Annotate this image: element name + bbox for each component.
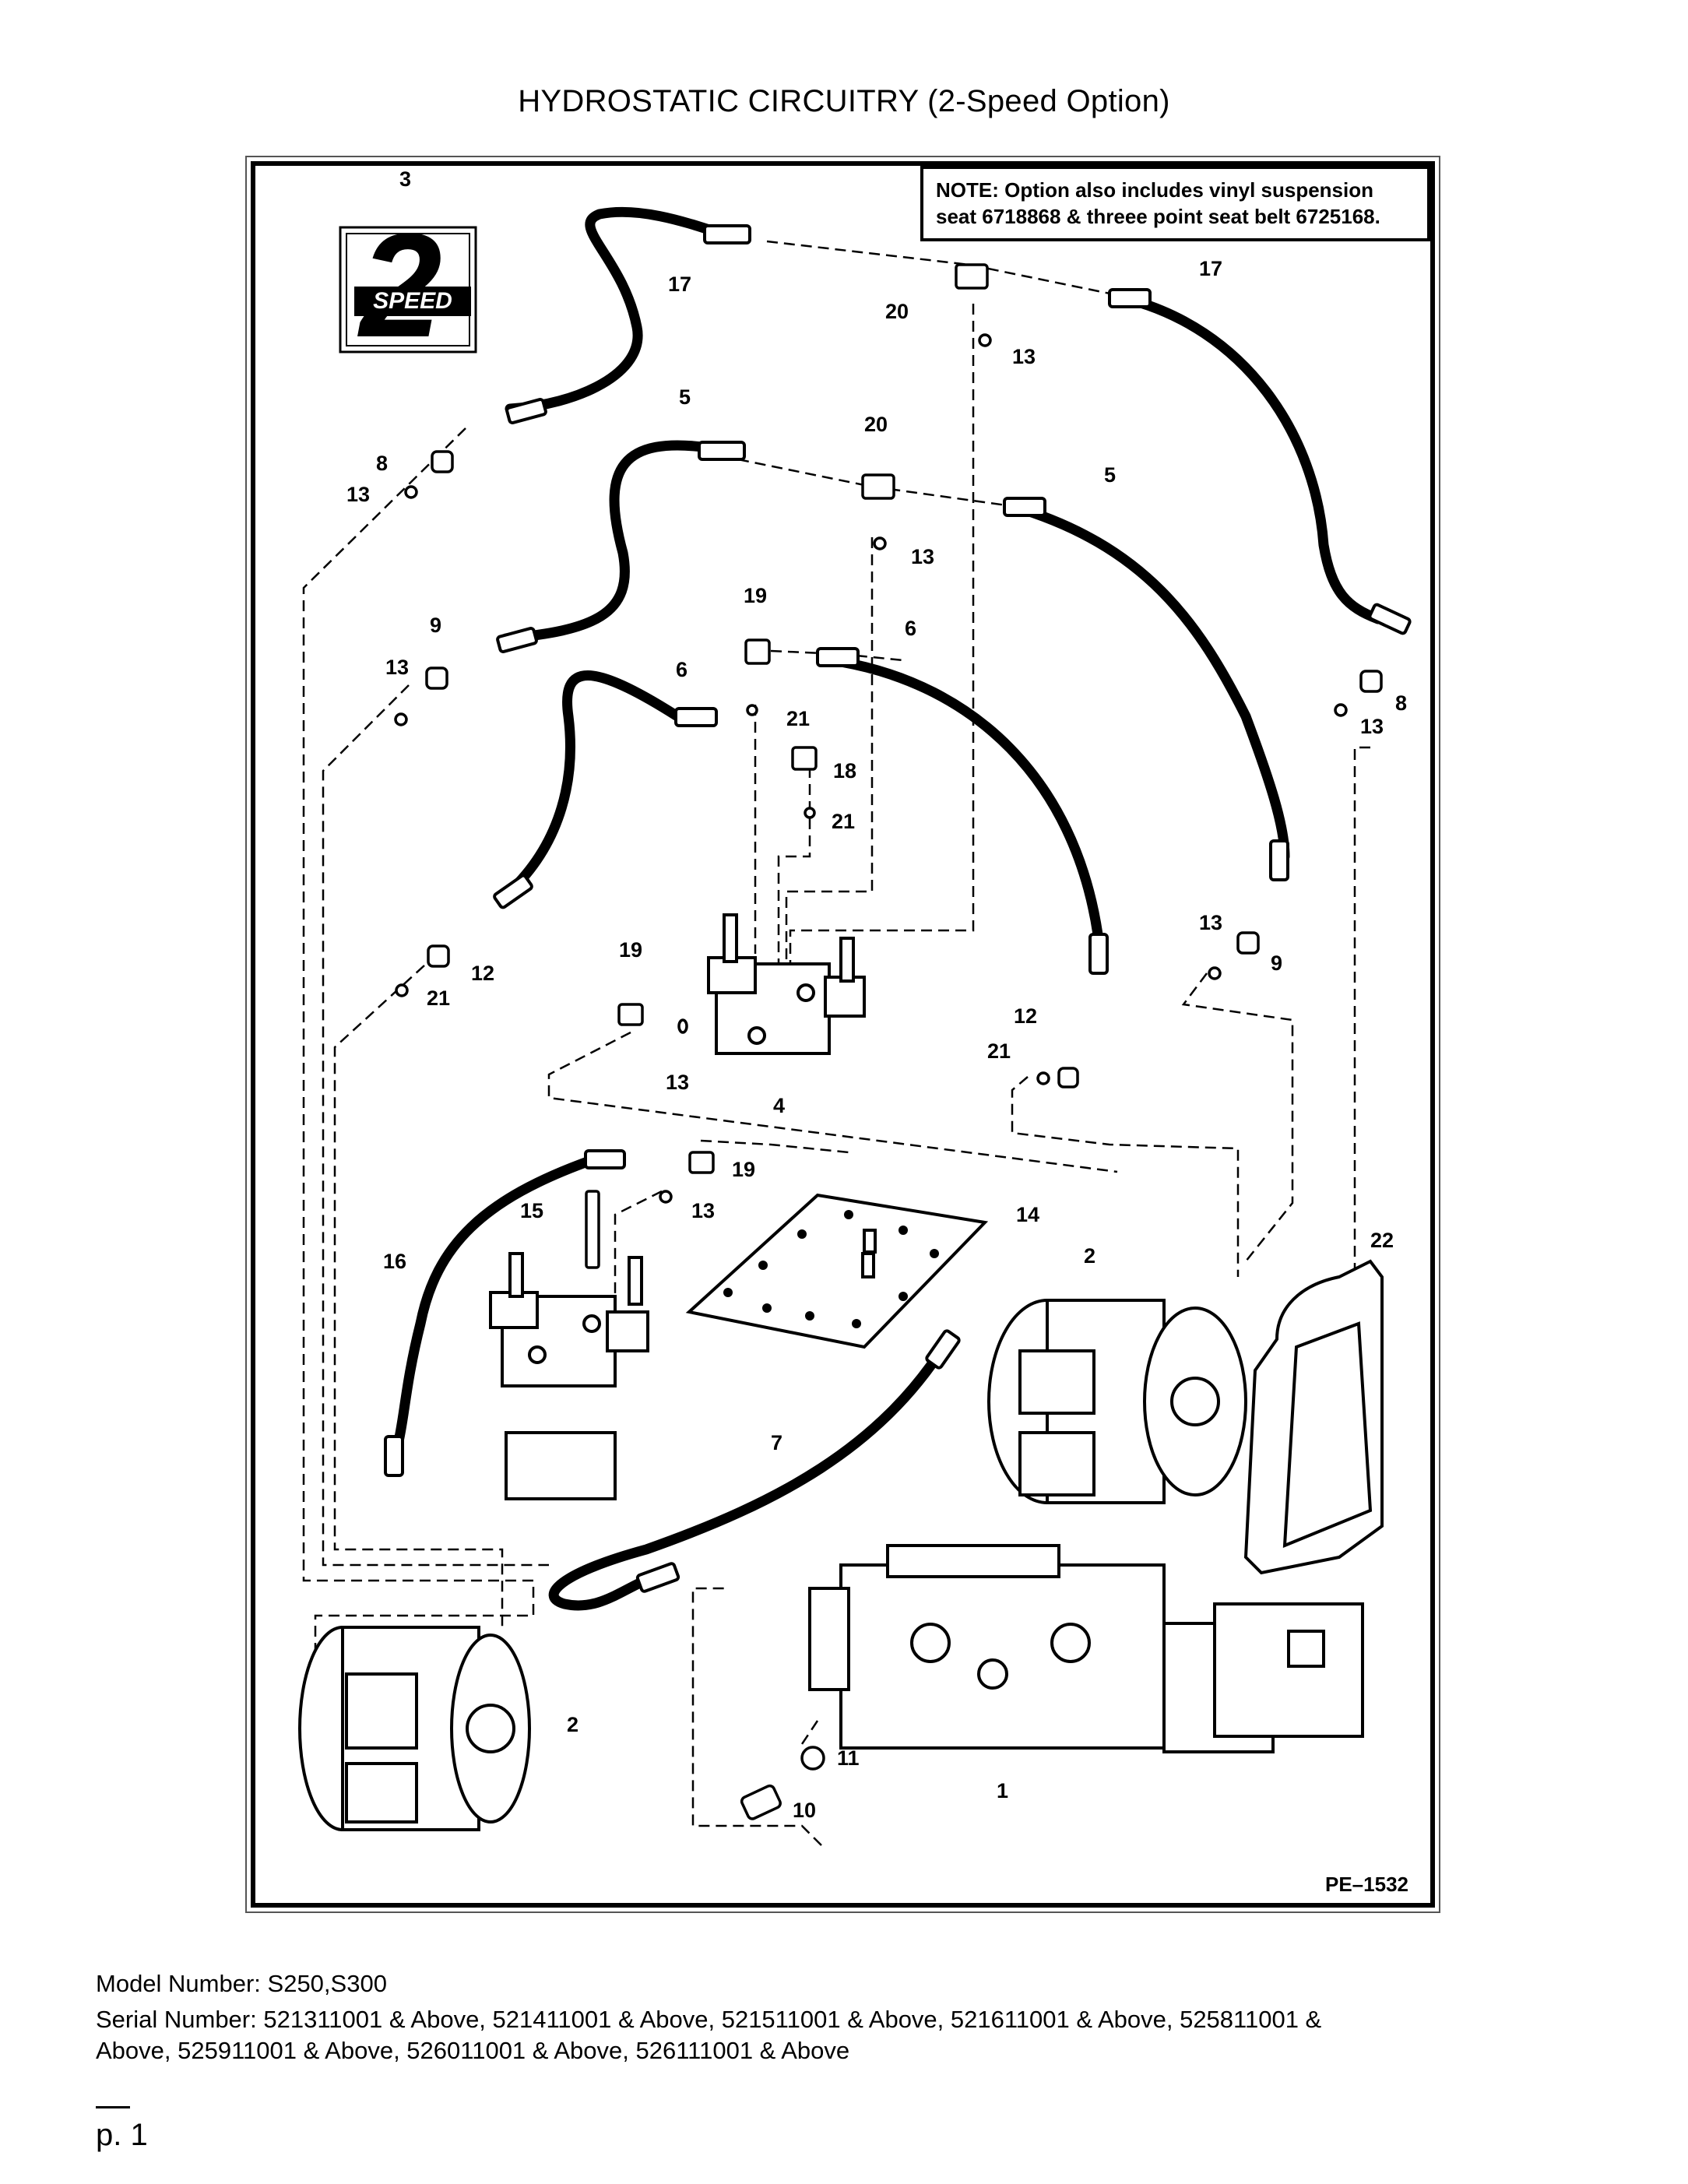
model-number: Model Number: S250,S300	[96, 1970, 387, 1997]
drive-motor-left	[298, 1626, 531, 1831]
note-label: NOTE:	[936, 178, 999, 202]
callout-9-left: 9	[430, 614, 442, 637]
plate-holes	[723, 1210, 939, 1328]
diagram-outer-frame	[245, 156, 1440, 1913]
callout-1: 1	[997, 1779, 1009, 1802]
drive-motor-right	[987, 1299, 1247, 1504]
callout-22: 22	[1370, 1229, 1394, 1252]
mounting-plate	[685, 1193, 989, 1349]
two-speed-valve-block	[707, 913, 866, 1055]
callout-14: 14	[1016, 1203, 1040, 1226]
hydraulic-hoses	[392, 206, 1384, 1611]
callout-13-g: 13	[666, 1071, 690, 1094]
callout-7: 7	[771, 1431, 783, 1454]
page-title: HYDROSTATIC CIRCUITRY (2-Speed Option)	[518, 84, 1170, 118]
callout-20-top: 20	[885, 300, 909, 323]
serial-number-line-1: Serial Number: 521311001 & Above, 521411…	[96, 2006, 1322, 2033]
callout-11: 11	[837, 1746, 860, 1770]
callout-17-right: 17	[1199, 257, 1223, 280]
callout-16: 16	[383, 1250, 407, 1273]
callout-21-b: 21	[832, 810, 856, 833]
page-number-rule	[96, 2106, 130, 2108]
callout-9-right: 9	[1271, 951, 1283, 975]
callout-3: 3	[399, 167, 412, 191]
callout-2-left: 2	[567, 1713, 579, 1736]
hydrostatic-pump	[808, 1544, 1364, 1753]
page-number: p. 1	[96, 2118, 148, 2152]
callout-13-a: 13	[1012, 345, 1036, 368]
serial-number-line-2: Above, 525911001 & Above, 526011001 & Ab…	[96, 2037, 850, 2064]
callout-15: 15	[520, 1199, 544, 1222]
two-speed-badge-digit: 2	[360, 203, 442, 368]
callout-10: 10	[793, 1799, 817, 1822]
callout-21-c: 21	[427, 986, 451, 1010]
callout-13-f: 13	[1199, 911, 1223, 934]
callout-4: 4	[773, 1094, 786, 1117]
callout-5-left: 5	[679, 385, 691, 409]
callout-13-h: 13	[691, 1199, 716, 1222]
callout-13-b: 13	[346, 483, 371, 506]
callout-20-mid: 20	[864, 413, 888, 436]
drawing-number: PE–1532	[1325, 1873, 1408, 1896]
callout-21-a: 21	[786, 707, 811, 730]
callout-12-left: 12	[471, 962, 495, 985]
callout-12-right: 12	[1014, 1004, 1038, 1028]
callout-2-right: 2	[1084, 1244, 1096, 1268]
fittings-and-orings	[394, 263, 1383, 1820]
callout-19-low: 19	[732, 1158, 756, 1181]
seat-cushion	[1243, 1259, 1384, 1575]
diagram-inner-frame	[251, 161, 1435, 1908]
callout-19-top: 19	[744, 584, 768, 607]
lower-valve-block	[489, 1252, 649, 1500]
hose-end-fittings	[384, 224, 1412, 1593]
callout-5-right: 5	[1104, 463, 1117, 487]
callout-6-left: 6	[676, 658, 688, 681]
option-note: NOTE: Option also includes vinyl suspens…	[920, 166, 1430, 241]
two-speed-badge-word: SPEED	[354, 287, 471, 316]
callout-8-left: 8	[376, 452, 389, 475]
callout-8-right: 8	[1395, 691, 1408, 715]
callout-13-c: 13	[911, 545, 935, 568]
callout-18: 18	[833, 759, 857, 783]
callout-21-d: 21	[987, 1039, 1011, 1063]
callout-17-left: 17	[668, 273, 692, 296]
callout-13-d: 13	[385, 656, 410, 679]
callout-13-e: 13	[1360, 715, 1384, 738]
note-text: Option also includes vinyl suspension se…	[936, 178, 1380, 228]
callout-19-mid: 19	[619, 938, 643, 962]
callout-6-right: 6	[905, 617, 917, 640]
